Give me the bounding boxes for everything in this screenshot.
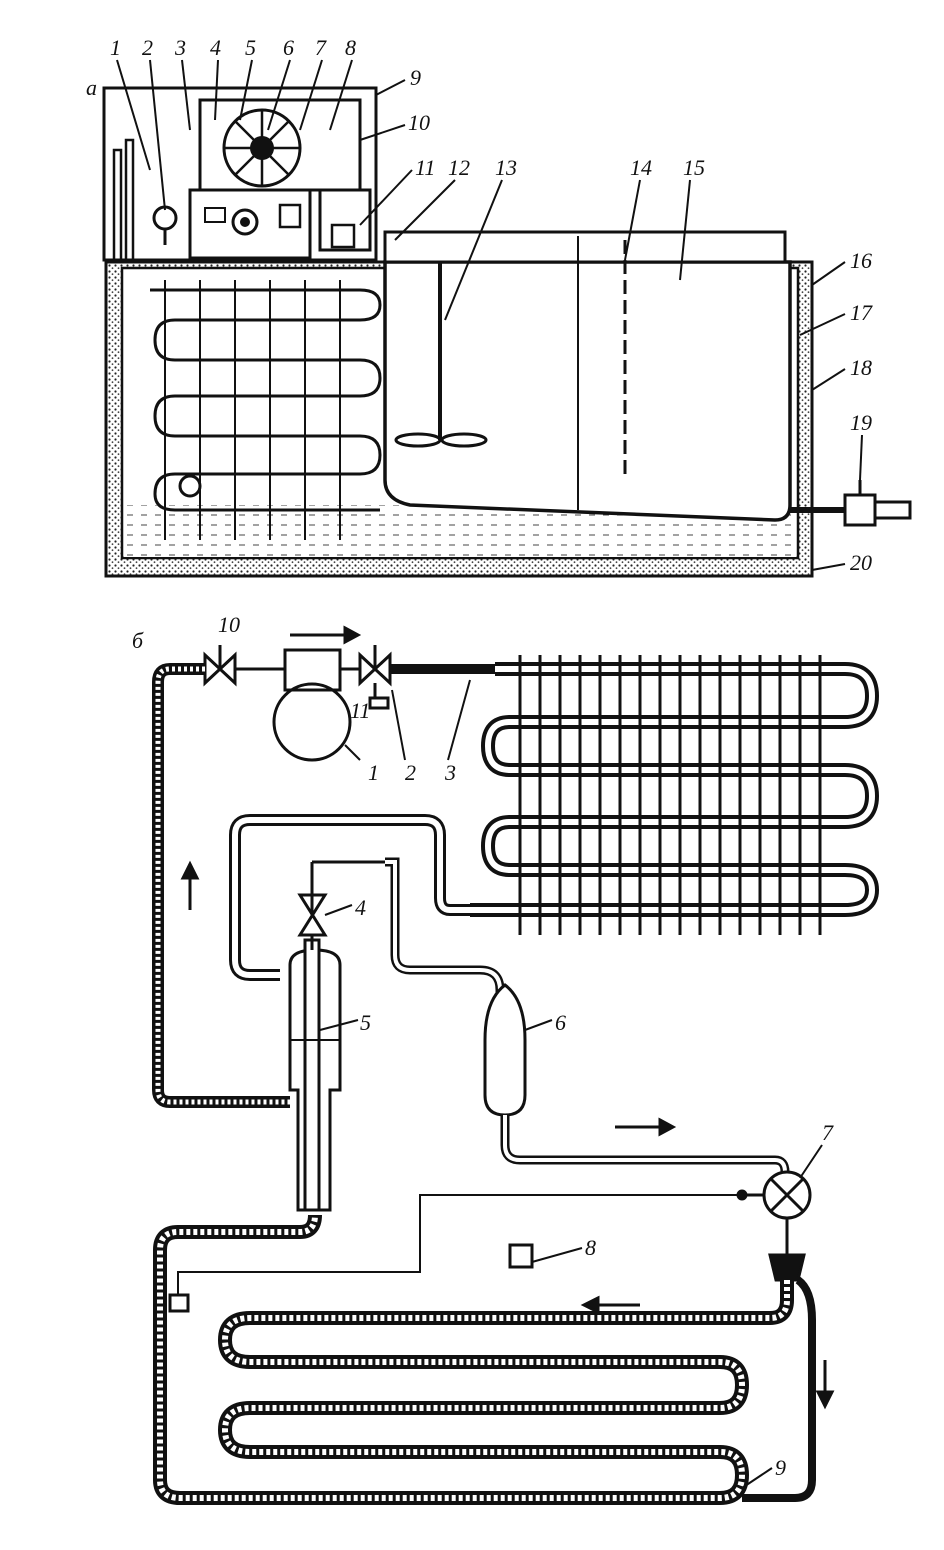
callout-a-5: 5 [245,35,256,60]
callout-b-1: 1 [368,760,379,785]
callout-a-18: 18 [850,355,872,380]
evaporator-coil-9 [153,1214,794,1505]
service-valve-2 [340,645,392,710]
callout-a-3: 3 [174,35,186,60]
callout-b-2: 2 [405,760,416,785]
service-valve-10 [203,645,285,687]
callout-a-15: 15 [683,155,705,180]
callout-a-14: 14 [630,155,652,180]
panel-a: а [86,35,912,578]
machine-housing [102,86,378,262]
pressure-gauge [152,205,178,245]
thermometer-tubes [112,138,135,262]
callout-a-2: 2 [142,35,153,60]
callout-a-12: 12 [448,155,470,180]
callout-a-9: 9 [410,65,421,90]
callout-b-3: 3 [444,760,456,785]
callout-b-10: 10 [218,612,240,637]
sensor-bulb [168,1293,190,1313]
callout-b-4: 4 [355,895,366,920]
callout-a-20: 20 [850,550,872,575]
panel-b: б [132,612,880,1505]
panel-b-leader-lines [319,679,823,1489]
callout-a-16: 16 [850,248,872,273]
suction-line [152,663,290,1108]
control-panel [188,188,312,260]
panel-a-callouts: 1 2 3 4 5 6 7 8 9 10 11 12 13 14 15 16 1… [110,35,873,575]
drier-to-valve-line [500,1115,790,1173]
relay-block [318,188,372,252]
callout-b-11: 11 [350,698,370,723]
container-lid [383,230,787,264]
liquid-line [229,814,470,981]
callout-a-7: 7 [315,35,327,60]
compressor [272,648,352,762]
panel-a-leader-lines [116,59,863,571]
evaporator-return [742,1276,816,1502]
callout-b-7: 7 [822,1120,834,1145]
callout-a-19: 19 [850,410,872,435]
condenser-fins [518,655,822,935]
heat-exchanger [288,938,342,1212]
callout-b-8: 8 [585,1235,596,1260]
flow-arrows [180,625,835,1410]
callout-a-13: 13 [495,155,517,180]
thermostat-box [508,1243,534,1269]
sensor-line [177,1194,742,1300]
callout-b-6: 6 [555,1010,566,1035]
stirrer [394,262,488,448]
filter-drier [483,983,527,1117]
callout-b-9: 9 [775,1455,786,1480]
callout-a-1: 1 [110,35,121,60]
callout-a-10: 10 [408,110,430,135]
callout-a-11: 11 [415,155,435,180]
evaporator-coil [150,280,382,540]
callout-b-5: 5 [360,1010,371,1035]
panel-a-label: а [86,75,97,100]
expansion-valve [297,860,385,950]
callout-a-17: 17 [850,300,873,325]
condenser [470,655,880,935]
callout-a-8: 8 [345,35,356,60]
callout-a-4: 4 [210,35,221,60]
callout-a-6: 6 [283,35,294,60]
drain-valve [790,480,912,527]
milk-container [383,260,792,522]
control-valve [736,1170,812,1282]
panel-b-label: б [132,628,144,653]
panel-b-callouts: 10 11 1 2 3 4 5 6 7 8 9 [218,612,834,1480]
